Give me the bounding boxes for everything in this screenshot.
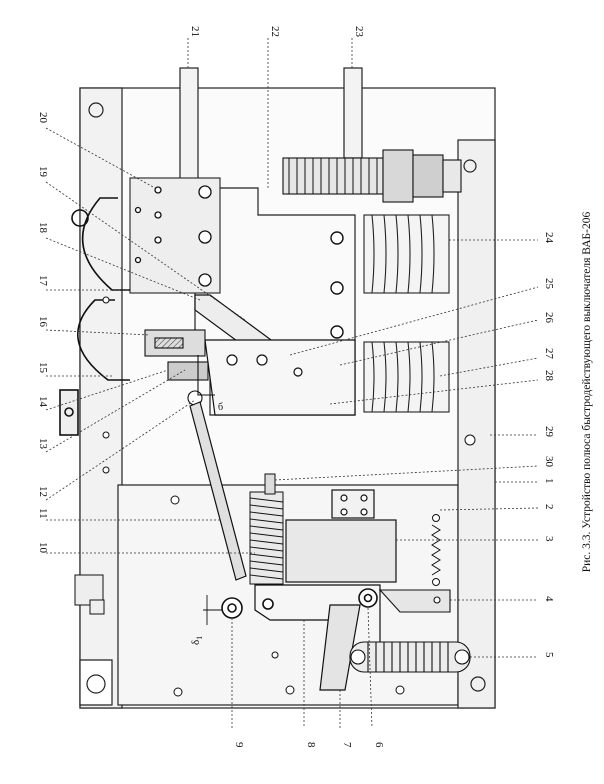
callout-25: 25 (543, 278, 555, 290)
callout-16: 16 (37, 316, 49, 328)
left-bracket (74, 574, 105, 615)
callout-28: 28 (543, 370, 555, 382)
callout-18: 18 (37, 222, 49, 234)
callout-4: 4 (543, 596, 555, 602)
callout-26: 26 (543, 312, 555, 324)
callout-7: 7 (341, 742, 353, 748)
callout-22: 22 (269, 26, 281, 37)
bolts-block-20 (134, 185, 212, 287)
callout-9: 9 (233, 742, 245, 748)
screw-30 (264, 473, 276, 495)
busbar-21 (179, 67, 199, 189)
callout-30: 30 (543, 456, 555, 468)
top-spring-assembly (282, 149, 462, 203)
leader-lines (45, 38, 539, 729)
callout-23: 23 (353, 26, 365, 38)
base-bolts (102, 296, 476, 697)
rod-11 (189, 401, 247, 581)
figure-caption: Рис. 3.3. Устройство полюса быстродейств… (581, 212, 593, 573)
dimension-delta-label: δ1 (190, 636, 204, 645)
callout-19: 19 (37, 166, 49, 178)
pivots (221, 588, 378, 619)
callout-20: 20 (37, 112, 49, 124)
hook-17 (71, 197, 130, 291)
spring-5 (349, 641, 471, 673)
callout-17: 17 (37, 275, 49, 287)
callout-labels: 21 22 23 20 19 18 17 16 15 14 13 12 11 1… (37, 26, 555, 748)
callout-14: 14 (37, 396, 49, 408)
latch-4 (378, 589, 451, 613)
callout-8: 8 (305, 742, 317, 748)
callout-5: 5 (543, 652, 555, 658)
callout-2: 2 (543, 504, 555, 510)
callout-24: 24 (543, 232, 555, 244)
callout-29: 29 (543, 426, 555, 438)
lever-7 (319, 604, 361, 691)
dimension-delta (203, 595, 222, 625)
gap-label: б (218, 402, 223, 413)
contact-bolts-25 (226, 354, 303, 377)
magnet-3 (285, 489, 397, 583)
busbar-23 (343, 67, 363, 159)
callout-27: 27 (543, 348, 555, 360)
callout-15: 15 (37, 362, 49, 374)
callout-21: 21 (189, 26, 201, 37)
arc-horns-18-19 (194, 294, 356, 416)
insulator-27 (363, 341, 450, 413)
insulator-24 (363, 214, 450, 294)
callout-3: 3 (543, 536, 555, 542)
top-spring-coils (288, 158, 378, 194)
callout-12: 12 (37, 486, 49, 497)
callout-1: 1 (543, 478, 555, 484)
callout-6: 6 (373, 742, 385, 748)
small-spring-2 (431, 514, 441, 586)
callout-10: 10 (37, 542, 49, 554)
callout-11: 11 (37, 508, 49, 519)
callout-13: 13 (37, 438, 49, 450)
coil-10-turns (249, 497, 284, 580)
contact-mechanism (144, 329, 215, 406)
